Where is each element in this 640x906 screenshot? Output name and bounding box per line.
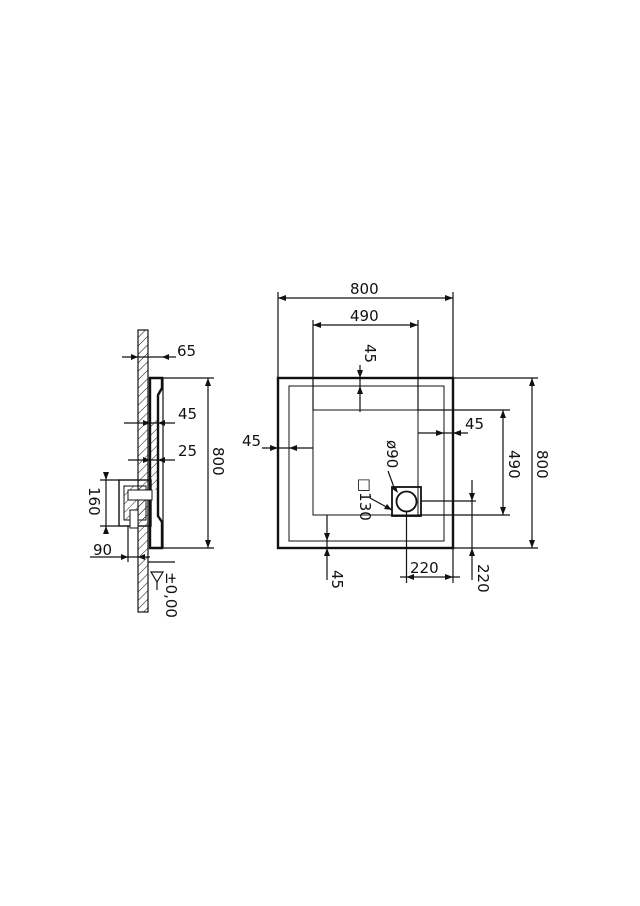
plan-dim-220-bottom: 220 <box>410 559 439 577</box>
wall-section <box>137 329 149 613</box>
plan-dim-45-right: 45 <box>465 415 484 433</box>
side-dim-65: 65 <box>177 342 196 360</box>
drain-outlet <box>127 489 153 501</box>
plan-dim-800-top: 800 <box>350 280 379 298</box>
tray-outer-outline <box>276 376 455 550</box>
side-dim-800: 800 <box>209 447 227 476</box>
plan-dim-45-left: 45 <box>242 432 261 450</box>
plan-dim-45-top: 45 <box>361 344 379 363</box>
tray-core-hatch <box>151 420 157 490</box>
side-dim-25: 25 <box>178 442 197 460</box>
tray-profile <box>148 376 164 550</box>
drain-zone-square <box>312 409 419 516</box>
side-dim-160: 160 <box>85 487 103 516</box>
plan-view: 800 490 45 45 45 490 <box>242 280 551 593</box>
plan-label-square: □130 <box>356 478 374 521</box>
plan-dim-800-right: 800 <box>533 450 551 479</box>
side-level-label: ±0,00 <box>162 572 180 618</box>
plan-dim-220-right: 220 <box>474 564 492 593</box>
drain-pipe-stub <box>129 509 139 529</box>
plan-dim-490-top: 490 <box>350 307 379 325</box>
tray-inner-rim <box>288 385 445 542</box>
level-triangle-icon <box>149 571 165 584</box>
side-dim-90: 90 <box>93 541 112 559</box>
side-section-view: 65 45 25 800 160 90 ±0,00 <box>85 329 227 618</box>
side-dim-45: 45 <box>178 405 197 423</box>
plan-dim-45-bottom: 45 <box>328 570 346 589</box>
plan-dim-490-right: 490 <box>505 450 523 479</box>
drain-circle-icon <box>395 490 418 513</box>
plan-label-diameter: ø90 <box>383 440 401 468</box>
